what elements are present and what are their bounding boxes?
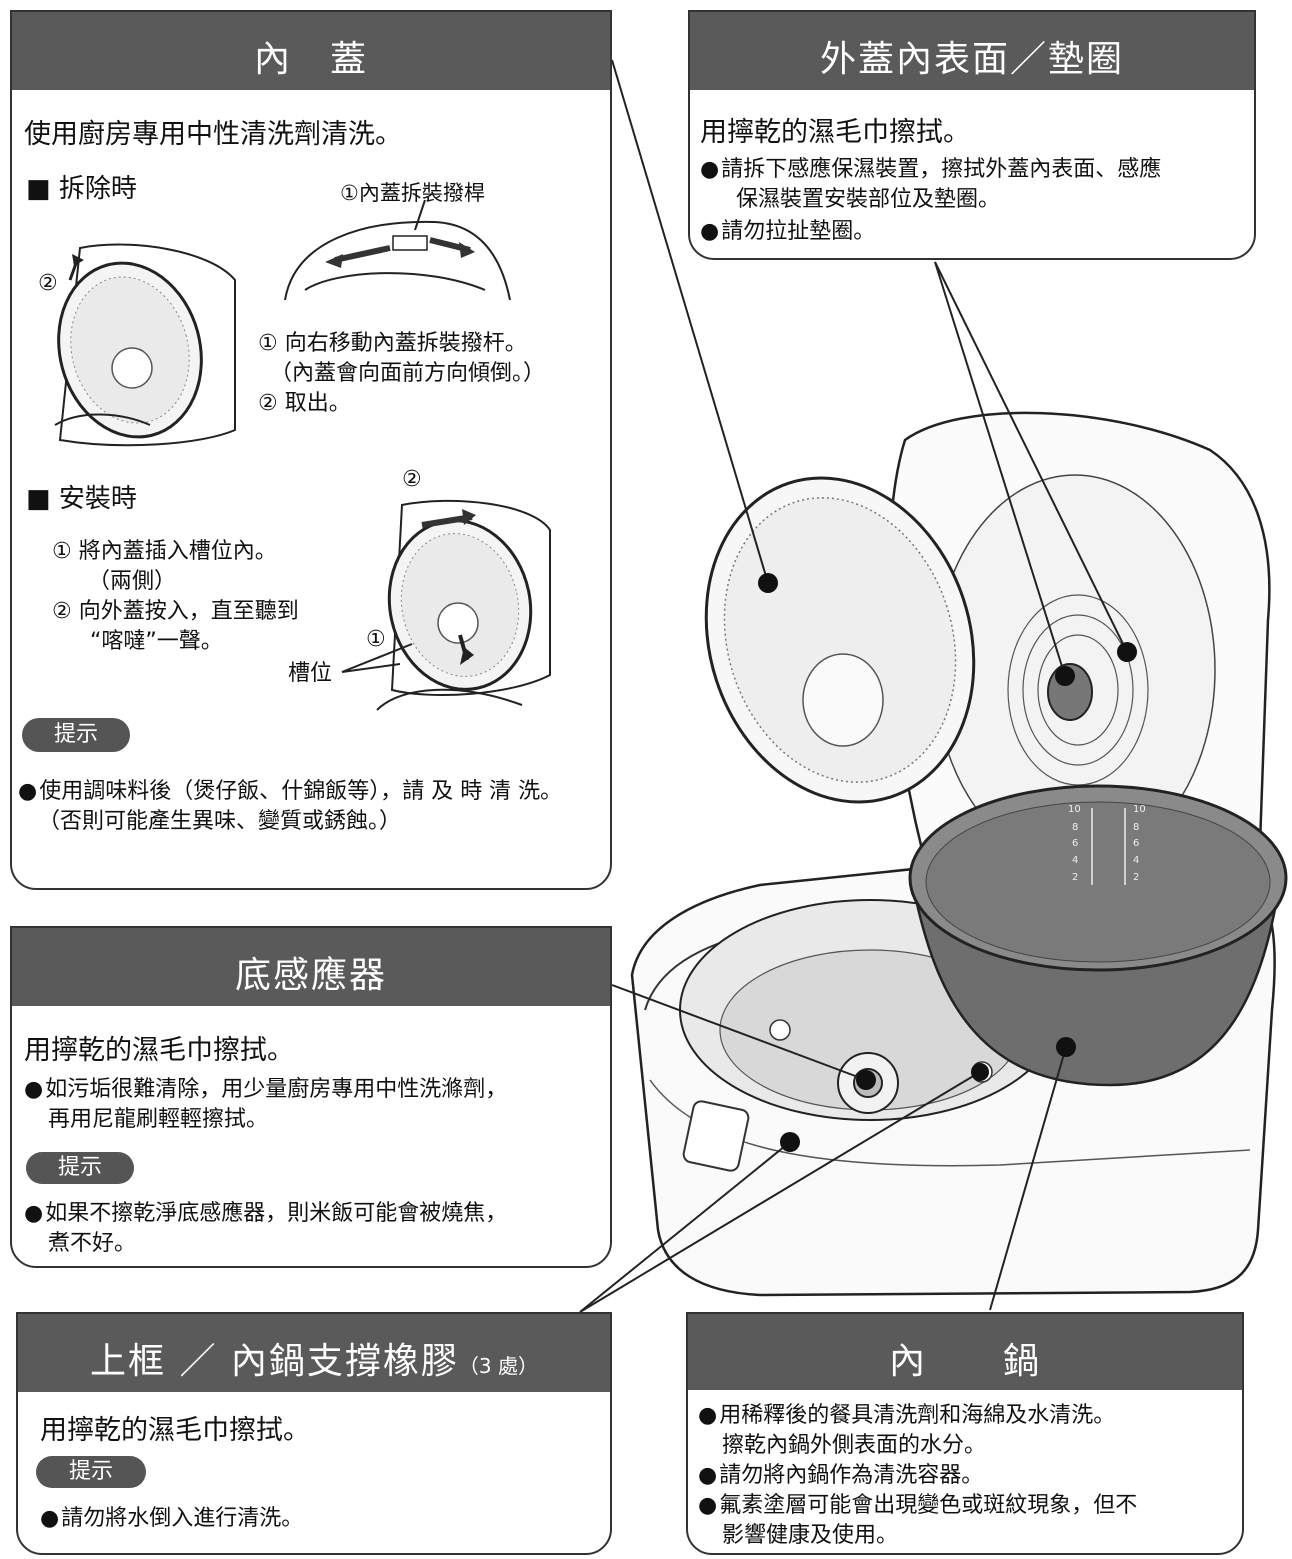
- upper-frame-title: 上框 ／ 內鍋支撐橡膠: [90, 1341, 459, 1382]
- leader-dots: [758, 573, 1137, 1152]
- removal-illustration-lever: [284, 199, 511, 301]
- bottom-sensor-tip-line-1: 如果不擦乾淨底感應器，則米飯可能會被燒焦，: [24, 1198, 507, 1229]
- install-step-num-1: ①: [366, 627, 386, 652]
- inner-lid-tip-label: 提示: [22, 718, 130, 752]
- upper-frame-title-note: （3 處）: [458, 1354, 538, 1378]
- pot-scale-left-10: 10: [1068, 804, 1081, 815]
- bottom-sensor-tip-label: 提示: [26, 1152, 134, 1184]
- outer-lid-header: 外蓋內表面／墊圈: [690, 12, 1254, 90]
- removal-step-2: ② 取出。: [258, 391, 351, 416]
- inner-pot-line-2: 擦乾內鍋外側表面的水分。: [722, 1433, 987, 1458]
- cooker-lower-edge: [649, 1079, 1251, 1167]
- removal-illustration-1: [54, 243, 236, 447]
- outer-lid-bullet-2: 請勿拉扯墊圈。: [700, 216, 875, 247]
- inner-lid-tip-line-2: （否則可能產生異味、變質或銹蝕。）: [38, 809, 402, 834]
- install-illustration: [376, 499, 551, 711]
- inner-lid-lead: 使用廚房專用中性清洗劑清洗。: [24, 119, 402, 150]
- install-step-num-2: ②: [402, 467, 422, 492]
- install-step-2-note: “喀噠”一聲。: [90, 629, 223, 654]
- bottom-sensor-line-1: 如污垢很難清除，用少量廚房專用中性洗滌劑，: [24, 1074, 507, 1105]
- inner-pot-line-4: 氟素塗層可能會出現變色或斑紋現象，但不: [698, 1490, 1137, 1521]
- pot-scale-right-4: 4: [1133, 855, 1139, 866]
- bottom-sensor-tip-line-2: 煮不好。: [48, 1231, 137, 1256]
- removal-step-1-note: （內蓋會向面前方向傾倒。）: [270, 361, 546, 386]
- slot-leader-lines: [341, 643, 413, 673]
- slot-label: 槽位: [288, 661, 333, 686]
- inner-pot-line-5: 影響健康及使用。: [722, 1523, 899, 1548]
- removal-step-1: ① 向右移動內蓋拆裝撥杆。: [258, 331, 527, 356]
- install-step-1-note: （兩側）: [88, 569, 177, 594]
- inner-lid-header: 內 蓋: [12, 12, 610, 90]
- upper-frame-tip-line-1: 請勿將水倒入進行清洗。: [40, 1503, 303, 1534]
- outer-lid-bullet-1-line-1: 請拆下感應保濕裝置，擦拭外蓋內表面、感應: [700, 154, 1161, 185]
- inner-pot-header: 內 鍋: [688, 1314, 1242, 1390]
- removal-lever-callout: ①內蓋拆裝撥桿: [340, 181, 485, 205]
- outer-lid-lead: 用擰乾的濕毛巾擦拭。: [700, 117, 970, 148]
- pot-scale-left-8: 8: [1072, 822, 1078, 833]
- inner-pot-title: 內 鍋: [888, 1341, 1041, 1382]
- upper-frame-tip-label: 提示: [36, 1456, 146, 1488]
- outer-lid-bullet-1-line-2: 保濕裝置安裝部位及墊圈。: [736, 187, 1001, 212]
- pot-scale-left-4: 4: [1072, 855, 1078, 866]
- inner-lid-tip-line-1: 使用調味料後（煲仔飯、什錦飯等），請 及 時 清 洗。: [18, 776, 562, 807]
- inner-pot-line-3: 請勿將內鍋作為清洗容器。: [698, 1460, 983, 1491]
- removal-header: ■ 拆除時: [26, 174, 137, 204]
- install-step-2: ② 向外蓋按入，直至聽到: [52, 599, 299, 624]
- pot-scale-left-6: 6: [1072, 838, 1078, 849]
- pot-scale-right-6: 6: [1133, 838, 1139, 849]
- upper-frame-header: 上框 ／ 內鍋支撐橡膠（3 處）: [18, 1314, 610, 1392]
- inner-pot-panel: 內 鍋: [686, 1312, 1244, 1555]
- pot-scale-left-2: 2: [1072, 872, 1078, 883]
- upper-frame-lead: 用擰乾的濕毛巾擦拭。: [40, 1415, 310, 1446]
- bottom-sensor-header: 底感應器: [12, 928, 610, 1006]
- outer-lid-panel: 外蓋內表面／墊圈: [688, 10, 1256, 260]
- upper-frame-panel: 上框 ／ 內鍋支撐橡膠（3 處）: [16, 1312, 612, 1555]
- install-step-1: ① 將內蓋插入槽位內。: [52, 539, 277, 564]
- pot-scale-right-10: 10: [1133, 804, 1146, 815]
- install-header: ■ 安裝時: [26, 484, 137, 514]
- bottom-sensor-lead: 用擰乾的濕毛巾擦拭。: [24, 1035, 294, 1066]
- removal-step-num-2: ②: [38, 271, 58, 296]
- inner-lid-title: 內 蓋: [253, 39, 368, 80]
- inner-pot-line-1: 用稀釋後的餐具清洗劑和海綿及水清洗。: [698, 1400, 1115, 1431]
- pot-scale-right-2: 2: [1133, 872, 1139, 883]
- bottom-sensor-title: 底感應器: [234, 955, 387, 996]
- leader-lines: [579, 59, 1128, 1313]
- bottom-sensor-line-2: 再用尼龍刷輕輕擦拭。: [48, 1107, 269, 1132]
- outer-lid-title: 外蓋內表面／墊圈: [819, 39, 1124, 80]
- pot-scale-right-8: 8: [1133, 822, 1139, 833]
- inner-lid-panel: 內 蓋: [10, 10, 612, 890]
